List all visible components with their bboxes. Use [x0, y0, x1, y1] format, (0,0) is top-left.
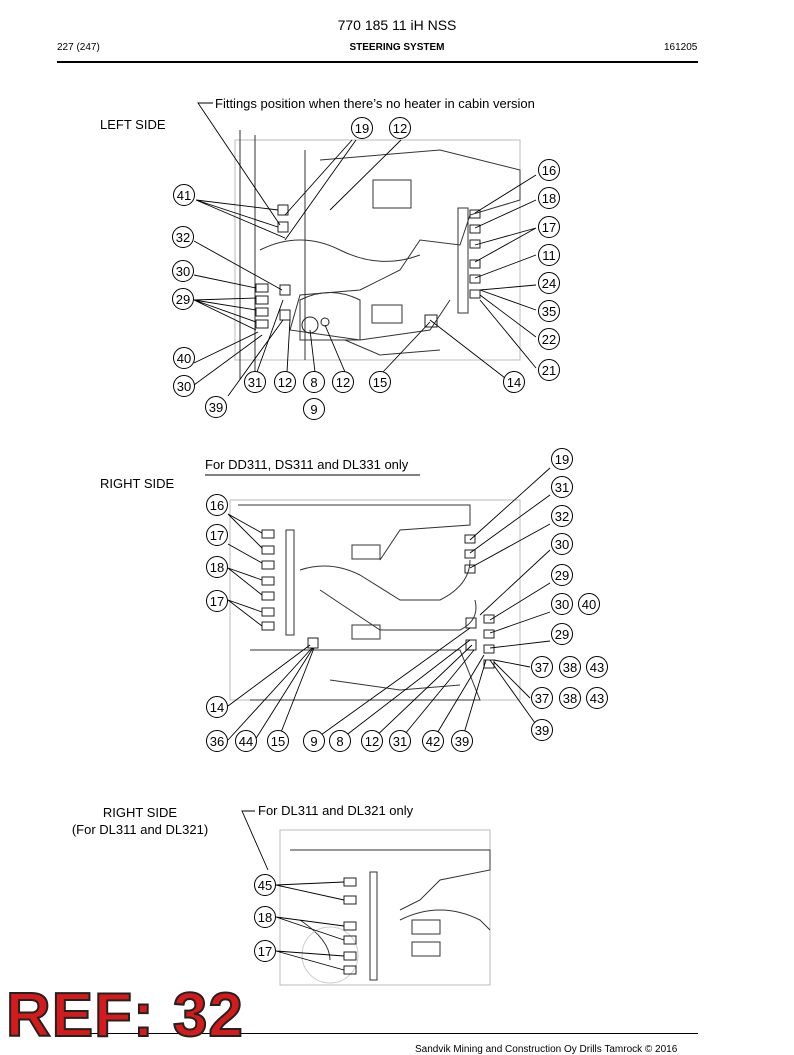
callout: 12 [361, 730, 383, 752]
callout: 17 [254, 940, 276, 962]
callout: 16 [538, 159, 560, 181]
callout: 29 [551, 564, 573, 586]
callout: 36 [206, 730, 228, 752]
callout: 15 [369, 371, 391, 393]
callout: 14 [206, 696, 228, 718]
figure-1-note: Fittings position when there’s no heater… [215, 96, 535, 111]
callout: 12 [332, 371, 354, 393]
footer-copyright: Sandvik Mining and Construction Oy Drill… [415, 1044, 678, 1055]
callout: 17 [206, 524, 228, 546]
document-title: 770 185 11 iH NSS [337, 17, 457, 33]
callout: 45 [254, 874, 276, 896]
callout: 32 [172, 226, 194, 248]
section-title: STEERING SYSTEM [349, 42, 445, 53]
callout: 42 [422, 730, 444, 752]
callout: 38 [559, 687, 581, 709]
callout: 12 [389, 117, 411, 139]
callout: 18 [538, 187, 560, 209]
page-number: 227 (247) [57, 42, 100, 53]
figure-3-note: For DL311 and DL321 only [258, 803, 414, 818]
footer-rule [57, 1033, 698, 1034]
callout: 41 [173, 184, 195, 206]
callout: 31 [389, 730, 411, 752]
figure-3-side-label: RIGHT SIDE [102, 805, 178, 820]
document-date: 161205 [664, 42, 698, 53]
ref-stamp: REF: 32 [5, 980, 244, 1051]
callout: 22 [538, 328, 560, 350]
callout: 14 [503, 371, 525, 393]
callout: 30 [551, 593, 573, 615]
callout: 15 [267, 730, 289, 752]
callout: 18 [254, 906, 276, 928]
callout: 21 [538, 359, 560, 381]
callout: 11 [538, 244, 560, 266]
callout: 17 [206, 590, 228, 612]
callout: 8 [329, 730, 351, 752]
callout: 40 [173, 347, 195, 369]
figure-2-side-label: RIGHT SIDE [100, 476, 175, 491]
callout: 9 [303, 398, 325, 420]
callout: 24 [538, 272, 560, 294]
callout: 37 [531, 656, 553, 678]
callout: 37 [531, 687, 553, 709]
header-rule [57, 61, 698, 63]
callout: 29 [172, 288, 194, 310]
callout: 39 [451, 730, 473, 752]
callout: 18 [206, 556, 228, 578]
callout: 8 [303, 371, 325, 393]
callout: 19 [351, 117, 373, 139]
callout: 35 [538, 300, 560, 322]
figure-3-side-label-2: (For DL311 and DL321) [71, 822, 209, 837]
callout: 40 [578, 593, 600, 615]
callout: 19 [551, 448, 573, 470]
callout: 12 [274, 371, 296, 393]
callout: 43 [586, 687, 608, 709]
callout: 39 [531, 719, 553, 741]
figure-2-note: For DD311, DS311 and DL331 only [205, 457, 409, 472]
callout: 29 [551, 623, 573, 645]
callout: 30 [172, 260, 194, 282]
callout: 43 [586, 656, 608, 678]
callout: 16 [206, 494, 228, 516]
callout: 32 [551, 505, 573, 527]
callout: 30 [173, 375, 195, 397]
callout: 44 [235, 730, 257, 752]
callout: 38 [559, 656, 581, 678]
callout: 9 [303, 730, 325, 752]
callout: 31 [244, 371, 266, 393]
callout: 30 [551, 533, 573, 555]
callout: 17 [538, 216, 560, 238]
figure-1-side-label: LEFT SIDE [100, 117, 166, 132]
callout: 31 [551, 476, 573, 498]
callout: 39 [205, 396, 227, 418]
